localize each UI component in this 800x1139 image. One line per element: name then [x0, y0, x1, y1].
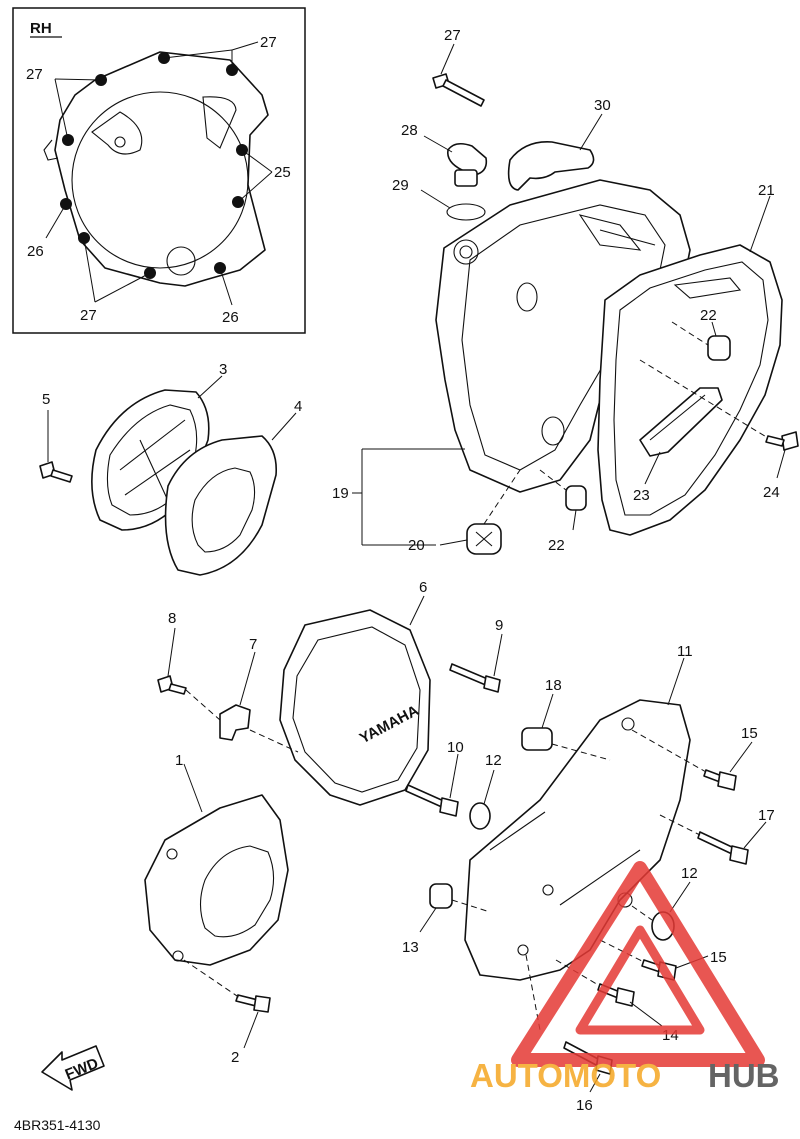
callout-20: 20: [408, 537, 425, 554]
callout-27: 27: [80, 307, 97, 324]
callout-27: 27: [26, 66, 43, 83]
callout-9: 9: [495, 617, 503, 634]
bolt-10: 10: [405, 739, 464, 817]
callout-24: 24: [763, 484, 780, 501]
callout-22: 22: [700, 307, 717, 324]
callout-2: 2: [231, 1049, 239, 1066]
callout-3: 3: [219, 361, 227, 378]
callout-12: 12: [485, 752, 502, 769]
callout-4: 4: [294, 398, 302, 415]
gasket-21: 21: [597, 182, 783, 536]
yamaha-cover-group: YAMAHA 6 7 8 9: [157, 579, 503, 806]
callout-25: 25: [274, 164, 291, 181]
callout-18: 18: [545, 677, 562, 694]
callout-27: 27: [444, 27, 461, 44]
callout-22: 22: [548, 537, 565, 554]
cover-11-group: 11 10 12 18 15: [402, 643, 775, 1114]
inset-window: [202, 96, 237, 149]
collar-18: 18: [521, 677, 611, 761]
oil-filler-cap-28: 28: [401, 122, 488, 187]
callout-15: 15: [710, 949, 727, 966]
watermark-hub: HUB: [708, 1057, 780, 1094]
fwd-arrow: FWD: [41, 1045, 105, 1091]
dowel-13: 13: [402, 883, 491, 956]
callout-23: 23: [633, 487, 650, 504]
grommet-12-left: 12: [469, 752, 502, 830]
bolt-8: 8: [157, 610, 299, 753]
bolt-5: 5: [39, 391, 73, 483]
bolt-17: 17: [659, 807, 775, 865]
callout-26: 26: [27, 243, 44, 260]
callout-28: 28: [401, 122, 418, 139]
plate-23: 23: [633, 387, 723, 504]
callout-27: 27: [260, 34, 277, 51]
bolt-15-upper: 15: [631, 725, 758, 791]
callout-11: 11: [677, 643, 693, 660]
callout-29: 29: [392, 177, 409, 194]
callout-21: 21: [758, 182, 775, 199]
diagram-code: 4BR351-4130: [14, 1117, 101, 1133]
gasket-4: [164, 435, 278, 576]
callout-7: 7: [249, 636, 257, 653]
plate-3-gasket-4-group: 3 4 5: [39, 361, 302, 576]
dowel-22-upper: 22: [671, 307, 731, 361]
watermark-triangle-icon: [511, 861, 765, 1067]
callout-13: 13: [402, 939, 419, 956]
bolt-2: 2: [183, 959, 271, 1066]
bracket-30: 30: [507, 97, 611, 191]
watermark: AUTOMOTO HUB: [470, 861, 780, 1094]
crankcase-cover-group: 27 30 28 29: [332, 27, 799, 555]
cover-1: [144, 794, 289, 966]
bolt-9: 9: [449, 617, 503, 693]
inset-tab: [91, 111, 143, 155]
bolt-24: 24: [639, 359, 799, 501]
rh-inset: RH 27 27 25 26 27 26: [12, 7, 306, 334]
o-ring-29: 29: [392, 177, 486, 221]
generator-cover-6: YAMAHA 6: [279, 579, 431, 806]
clamp-7: 7: [219, 636, 257, 741]
dowel-22-lower: 22: [539, 469, 587, 554]
callout-5: 5: [42, 391, 50, 408]
bolt-27: 27: [432, 27, 485, 107]
callout-12: 12: [681, 865, 698, 882]
callout-19: 19: [332, 485, 349, 502]
watermark-auto: AUTOMOTO: [470, 1057, 661, 1094]
plug-20: 20: [408, 469, 521, 555]
inset-boss: [166, 246, 196, 276]
cover-11: [464, 699, 691, 981]
fwd-arrow-icon: [41, 1045, 105, 1091]
inset-label: RH: [30, 20, 52, 37]
inset-cover-ring: [71, 91, 249, 269]
callout-26: 26: [222, 309, 239, 326]
callout-8: 8: [168, 610, 176, 627]
callout-16: 16: [576, 1097, 593, 1114]
callout-15: 15: [741, 725, 758, 742]
callout-1: 1: [175, 752, 183, 769]
callout-6: 6: [419, 579, 427, 596]
callout-10: 10: [447, 739, 464, 756]
callout-17: 17: [758, 807, 775, 824]
cover-1-group: 1 2: [144, 752, 289, 1066]
callout-30: 30: [594, 97, 611, 114]
